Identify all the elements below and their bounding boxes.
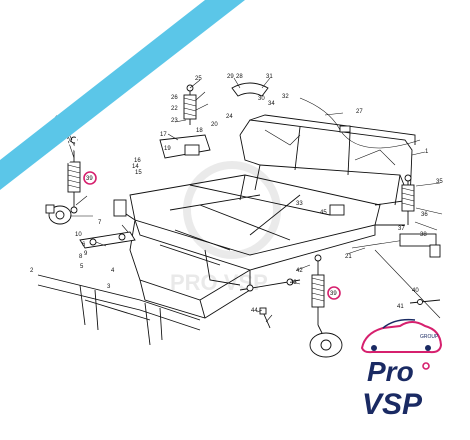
callout-7: 7	[98, 220, 102, 226]
callout-29: 29	[227, 74, 234, 80]
callout-24: 24	[226, 114, 233, 120]
callout-9: 9	[84, 251, 88, 257]
callout-16: 16	[134, 158, 141, 164]
faint-watermark-logo: PRO VSP	[170, 161, 281, 295]
callout-17: 17	[160, 132, 167, 138]
callout-19: 19	[164, 146, 171, 152]
svg-text:PRO VSP: PRO VSP	[170, 270, 268, 295]
callout-39-right: 39	[330, 291, 337, 297]
callout-leaders	[61, 77, 443, 323]
callout-3: 3	[107, 284, 111, 290]
callout-20: 20	[211, 122, 218, 128]
chassis-frame	[113, 114, 416, 319]
callout-5: 5	[80, 264, 84, 270]
rear-right-shock	[401, 174, 415, 225]
callout-36: 36	[421, 212, 428, 218]
rear-cable	[299, 97, 421, 149]
callout-41: 41	[397, 304, 404, 310]
highlighted-callouts: 39 39	[83, 171, 341, 300]
callout-45: 45	[320, 210, 327, 216]
logo-word-vsp: VSP	[362, 388, 423, 421]
callout-6: 6	[82, 242, 86, 248]
logo-word-pro: Pro	[367, 356, 414, 387]
callout-40: 40	[412, 288, 419, 294]
callout-28: 28	[236, 74, 243, 80]
callout-15: 15	[135, 170, 142, 176]
watermark-banner: pro-piece-vsp.com	[0, 0, 245, 190]
callout-30: 30	[258, 96, 265, 102]
callout-37: 37	[398, 226, 405, 232]
callout-14: 14	[132, 164, 139, 170]
callout-34: 34	[268, 101, 275, 107]
watermark-text: pro-piece-vsp.com	[21, 57, 182, 190]
callout-35: 35	[436, 179, 443, 185]
callout-labels: 1 2 3 4 5 6 7 8 9 10 11 12 13 14 15 16 1…	[30, 74, 443, 314]
front-left-knuckle	[45, 204, 72, 225]
provsp-logo: GROUP Pro VSP	[360, 318, 443, 421]
callout-38: 38	[420, 232, 427, 238]
callout-4: 4	[111, 268, 115, 274]
callout-1: 1	[425, 149, 429, 155]
callout-21: 21	[345, 254, 352, 260]
logo-group-tag: GROUP	[420, 334, 439, 340]
callout-26: 26	[171, 95, 178, 101]
callout-33: 33	[296, 201, 303, 207]
rear-upper-shock	[183, 84, 197, 125]
callout-42: 42	[296, 268, 303, 274]
callout-39-left: 39	[86, 176, 93, 182]
tie-rod	[239, 278, 301, 292]
top-bracket	[231, 82, 269, 97]
callout-32: 32	[282, 94, 289, 100]
front-left-arm	[79, 231, 136, 249]
callout-27: 27	[356, 109, 363, 115]
rear-lower-link	[351, 233, 441, 258]
callout-23: 23	[171, 118, 178, 124]
callout-2: 2	[30, 268, 34, 274]
callout-8: 8	[79, 254, 83, 260]
callout-44: 44	[251, 308, 258, 314]
front-right-knuckle	[309, 324, 343, 358]
bolt-44	[259, 307, 271, 329]
callout-10: 10	[75, 232, 82, 238]
front-bumper-frame	[37, 274, 201, 346]
callout-18: 18	[196, 128, 203, 134]
front-right-shock	[311, 254, 325, 325]
rear-right-rod	[374, 249, 441, 319]
callout-43: 43	[290, 280, 297, 286]
callout-31: 31	[266, 74, 273, 80]
callout-22: 22	[171, 106, 178, 112]
callout-25: 25	[195, 76, 202, 82]
front-left-shock	[67, 136, 81, 214]
rear-bracket	[159, 134, 211, 159]
